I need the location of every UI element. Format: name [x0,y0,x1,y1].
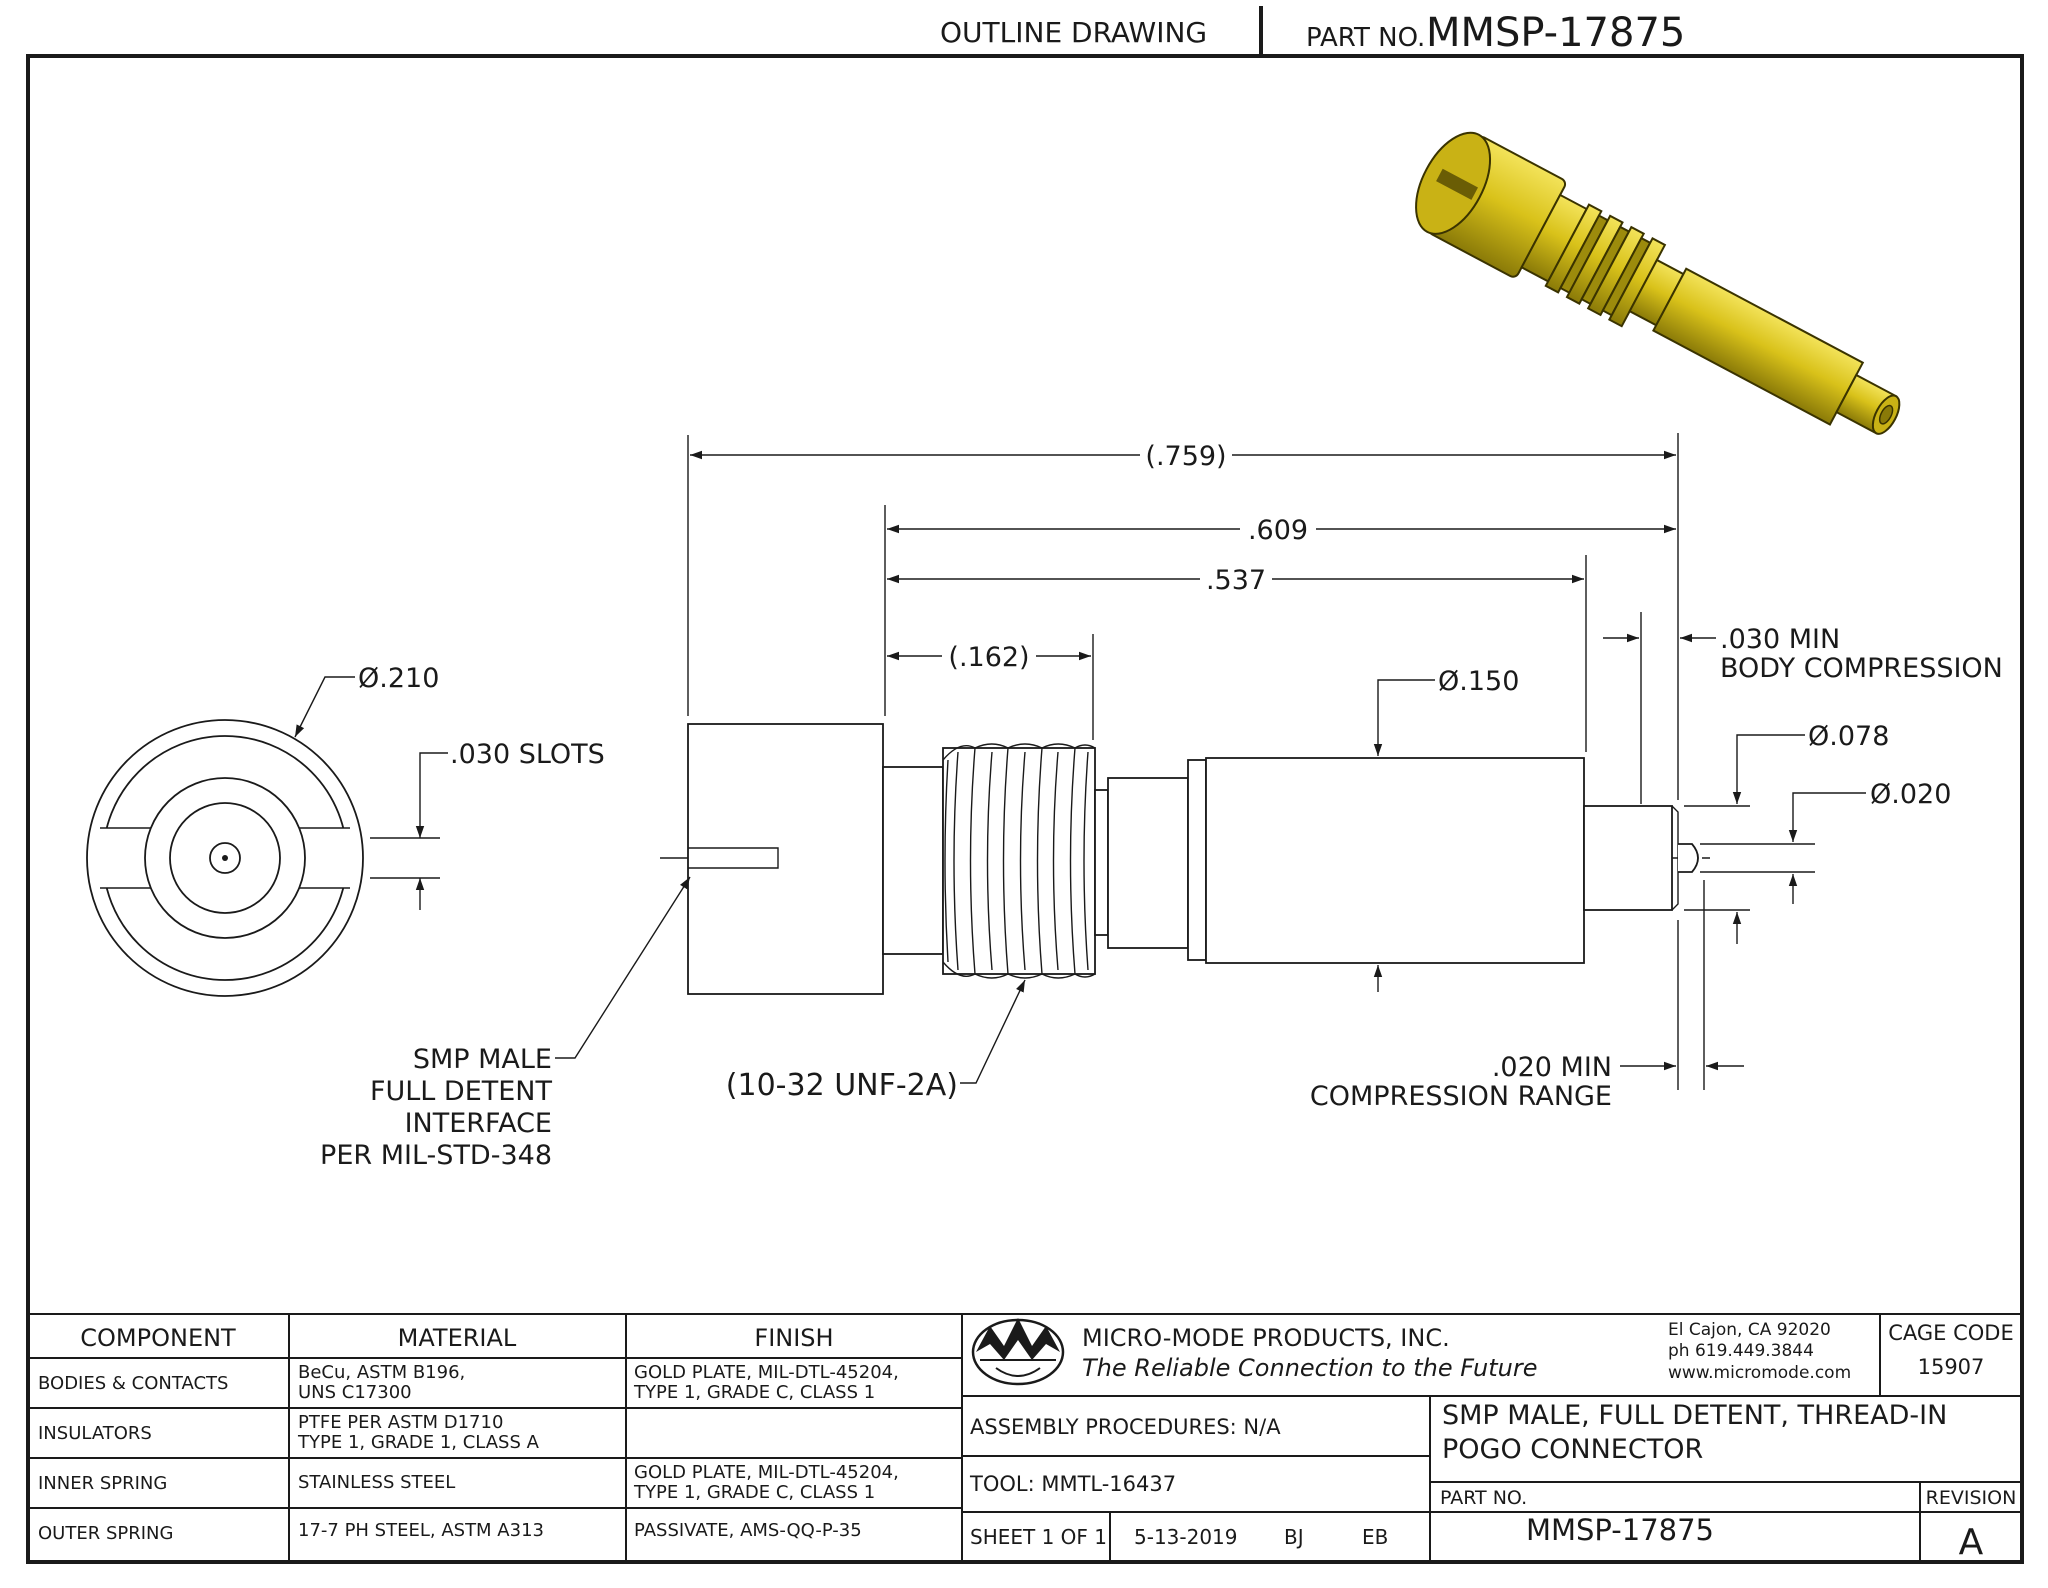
connector-rendering [1415,131,1901,435]
row-material: STAINLESS STEEL [298,1472,455,1493]
thread [942,743,1096,979]
row-finish: GOLD PLATE, MIL-DTL-45204, [634,1462,899,1483]
description-line-2: POGO CONNECTOR [1442,1434,1703,1465]
side-view [660,723,1720,995]
row-finish: PASSIVATE, AMS-QQ-P-35 [634,1520,862,1541]
drawn-by: BJ [1284,1525,1304,1549]
checked-by: EB [1362,1525,1388,1549]
tool-number: TOOL: MMTL-16437 [969,1472,1176,1496]
cage-code-value: 15907 [1918,1355,1985,1379]
end-view: Ø.210 .030 SLOTS [86,663,605,997]
assembly-procedures: ASSEMBLY PROCEDURES: N/A [970,1415,1281,1439]
pin-diameter-label: Ø.020 [1870,779,1951,810]
row-finish: TYPE 1, GRADE C, CLASS 1 [633,1382,875,1403]
cage-code-label: CAGE CODE [1888,1321,2014,1345]
body-compression-value: .030 MIN [1720,624,1840,655]
header-part-label: PART NO. [1306,23,1425,53]
drawing-date: 5-13-2019 [1134,1525,1238,1549]
row-material: TYPE 1, GRADE 1, CLASS A [297,1432,540,1453]
company-name: MICRO-MODE PRODUCTS, INC. [1082,1324,1450,1352]
interface-note-line-1: SMP MALE [413,1044,552,1075]
header-part-number: MMSP-17875 [1426,10,1685,56]
company-phone: ph 619.449.3844 [1668,1341,1814,1361]
sheet-number: SHEET 1 OF 1 [970,1525,1107,1549]
body-compression-label: BODY COMPRESSION [1720,653,2003,684]
company-logo [971,1318,1065,1386]
row-component: OUTER SPRING [38,1523,173,1544]
comp-range-value: .020 MIN [1492,1052,1612,1083]
interface-note-line-2: FULL DETENT [370,1076,553,1107]
header-finish: FINISH [754,1324,833,1352]
materials-table: COMPONENT MATERIAL FINISH BODIES & CONTA… [28,1313,963,1562]
interface-note-line-4: PER MIL-STD-348 [320,1140,552,1171]
drawing-notes: SMP MALE FULL DETENT INTERFACE PER MIL-S… [320,876,1026,1171]
interface-note-line-3: INTERFACE [405,1108,552,1139]
row-material: BeCu, ASTM B196, [298,1362,465,1383]
row-component: BODIES & CONTACTS [38,1373,228,1394]
comp-range-label: COMPRESSION RANGE [1310,1081,1612,1112]
row-material: UNS C17300 [298,1382,412,1403]
company-web: www.micromode.com [1668,1363,1851,1383]
outer-diameter-label: Ø.210 [358,663,439,694]
revision-value: A [1959,1522,1984,1563]
company-tagline: The Reliable Connection to the Future [1082,1354,1538,1382]
row-finish: GOLD PLATE, MIL-DTL-45204, [634,1362,899,1383]
part-number-value: MMSP-17875 [1526,1513,1714,1547]
revision-label: REVISION [1926,1487,2017,1509]
body-diameter-label: Ø.150 [1438,666,1519,697]
sheet-border [26,54,2024,1564]
slots-label: .030 SLOTS [450,739,605,770]
thread-note: (10-32 UNF-2A) [726,1068,958,1103]
row-finish: TYPE 1, GRADE C, CLASS 1 [633,1482,875,1503]
row-component: INNER SPRING [38,1473,167,1494]
drawing-title: OUTLINE DRAWING [940,16,1207,49]
body-length-label: .609 [1248,515,1308,546]
overall-length-label: (.759) [1145,441,1226,472]
header-component: COMPONENT [80,1324,236,1352]
header: OUTLINE DRAWING PART NO. MMSP-17875 [940,6,1685,56]
row-component: INSULATORS [38,1423,152,1444]
tip-diameter-label: Ø.078 [1808,721,1889,752]
length-537-label: .537 [1206,565,1266,596]
side-view-dimensions: (.759) .609 .537 (.162) Ø.150 .030 MIN B… [687,433,2003,1112]
title-block: MICRO-MODE PRODUCTS, INC. The Reliable C… [962,1313,2022,1563]
row-material: 17-7 PH STEEL, ASTM A313 [298,1520,544,1541]
description-line-1: SMP MALE, FULL DETENT, THREAD-IN [1442,1400,1947,1431]
thread-length-label: (.162) [948,642,1029,673]
header-material: MATERIAL [398,1324,517,1352]
row-material: PTFE PER ASTM D1710 [298,1412,503,1433]
part-number-label: PART NO. [1440,1487,1527,1509]
company-address: El Cajon, CA 92020 [1668,1320,1831,1340]
